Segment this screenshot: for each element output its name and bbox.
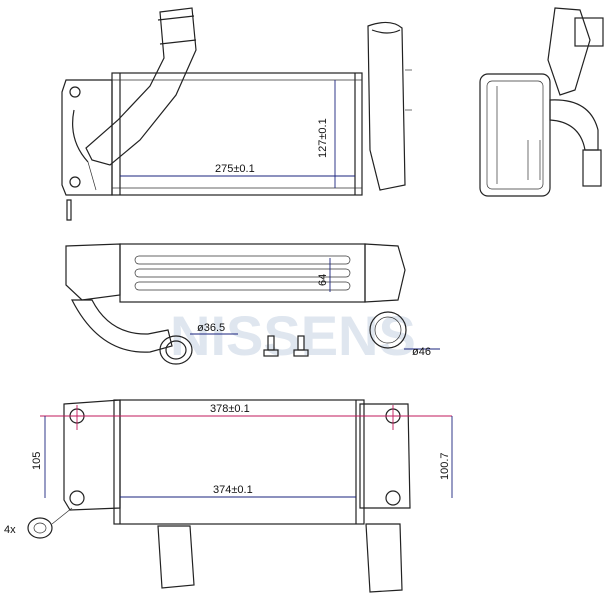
middle-view: 64 ø36.5 ø46 <box>65 243 440 365</box>
clip-part: 4x <box>4 507 73 539</box>
top-dimensions: 275±0.1 127±0.1 <box>120 80 355 188</box>
top-front-view <box>61 7 412 221</box>
dim-left-height: 105 <box>31 452 43 470</box>
watermark-text: NISSENS <box>170 304 416 367</box>
dim-mid-core: 64 <box>317 274 329 286</box>
bottom-view: 378±0.1 374±0.1 105 100.7 <box>31 399 453 593</box>
side-view <box>479 7 604 197</box>
dim-bottom-overall: 378±0.1 <box>210 403 250 415</box>
dim-right-height: 100.7 <box>439 452 451 480</box>
dim-bottom-core: 374±0.1 <box>213 484 253 496</box>
parts-note: 4x <box>4 524 16 536</box>
dim-top-height: 127±0.1 <box>317 118 329 158</box>
dim-top-width: 275±0.1 <box>215 163 255 175</box>
dim-inlet-diameter: ø36.5 <box>197 322 225 334</box>
dim-outlet-diameter: ø46 <box>412 346 431 358</box>
